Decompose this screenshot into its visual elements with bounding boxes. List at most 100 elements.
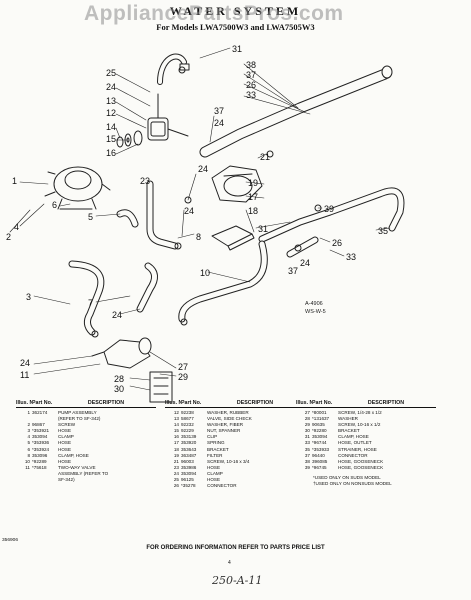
part-no-header: Part No. [32, 400, 53, 406]
callout-18: 18 [248, 206, 258, 216]
part-row: ASSEMBLY (REFER TO [58, 470, 109, 476]
hose-23-part [146, 180, 179, 250]
callout-24g: 24 [20, 358, 30, 368]
ordering-footer: FOR ORDERING INFORMATION REFER TO PARTS … [146, 545, 325, 551]
callout-19: 19 [248, 178, 258, 188]
bracket-30-part [149, 371, 173, 403]
page-title: WATER SYSTEM [169, 4, 302, 18]
callout-7: 7 [88, 298, 93, 308]
note-nonsuds: †USED ONLY ON NONSUDS MODEL [313, 481, 392, 487]
callout-1: 1 [12, 176, 17, 186]
callout-29: 29 [178, 372, 188, 382]
callout-21: 21 [260, 152, 270, 162]
part-no-header: Part No. [181, 400, 202, 406]
leader-lines [9, 47, 391, 391]
callout-26b: 26 [332, 238, 342, 248]
callout-38: 38 [246, 60, 256, 70]
hose-3-part [68, 260, 105, 336]
filter-ring-19-part [211, 165, 263, 203]
callout-15: 15 [106, 134, 116, 144]
callout-25: 25 [106, 68, 116, 78]
hose-5-part [116, 209, 139, 228]
model-notes: *USED ONLY ON SUDS MODEL †USED ONLY ON N… [313, 475, 392, 487]
callout-4: 4 [14, 222, 19, 232]
callout-39: 39 [324, 204, 334, 214]
callout-11: 11 [20, 370, 29, 380]
callout-24c: 24 [300, 258, 310, 268]
parts-list-col-3: Illus. No.Part No.DESCRIPTION 27*80001SC… [296, 400, 436, 471]
outlet-hose-38-part [199, 65, 393, 158]
description-header: DESCRIPTION [236, 400, 274, 406]
water-valve-part [147, 93, 189, 141]
callout-26: 26 [246, 80, 256, 90]
callout-35: 35 [378, 226, 388, 236]
callout-37: 37 [246, 70, 256, 80]
two-way-valve-part [91, 337, 152, 369]
callout-5: 5 [88, 212, 93, 222]
callout-28: 28 [114, 374, 124, 384]
callout-23: 23 [140, 176, 150, 186]
header-rule [16, 407, 156, 408]
header-rule [296, 407, 436, 408]
callout-3: 3 [26, 292, 31, 302]
page-number: 4 [228, 560, 231, 566]
illus-no-header: Illus. No. [16, 400, 32, 406]
callout-17: 17 [248, 192, 258, 202]
pump-assembly-part [44, 166, 111, 210]
callout-24: 24 [106, 82, 116, 92]
handwritten-note: 250-A-11 [212, 574, 263, 587]
callout-33b: 33 [346, 252, 356, 262]
callout-14: 14 [106, 122, 116, 132]
callout-6: 6 [52, 200, 57, 210]
part-row: (REFER TO SF-342) [58, 416, 101, 422]
callout-13: 13 [106, 96, 116, 106]
callout-16: 16 [106, 148, 116, 158]
diagram-code: A-4906 WS-W-5 [305, 300, 326, 316]
callout-24f: 24 [112, 310, 122, 320]
callout-30: 30 [114, 384, 124, 394]
illus-no-header: Illus. No. [296, 400, 312, 406]
callout-37c: 37 [288, 266, 298, 276]
part-row: SF-342) [58, 477, 75, 483]
watermark: AppliancePartsPros.com [84, 2, 344, 25]
parts-list-col-2: Illus. No.Part No.DESCRIPTION 1292238WAS… [165, 400, 305, 489]
note-suds: *USED ONLY ON SUDS MODEL [313, 475, 381, 480]
parts-header: Illus. No.Part No.DESCRIPTION [165, 400, 305, 406]
description-header: DESCRIPTION [367, 400, 405, 406]
bracket-18-part [211, 225, 255, 251]
callout-31b: 31 [258, 224, 268, 234]
header-rule [165, 407, 305, 408]
gooseneck-39-part [178, 187, 405, 323]
diagram-code-line-1: A-4906 [305, 301, 323, 307]
callout-31: 31 [232, 44, 242, 54]
callout-37b: 37 [214, 106, 224, 116]
document-number: 356906 [2, 538, 19, 543]
callout-12: 12 [106, 108, 116, 118]
callout-24e: 24 [184, 206, 194, 216]
